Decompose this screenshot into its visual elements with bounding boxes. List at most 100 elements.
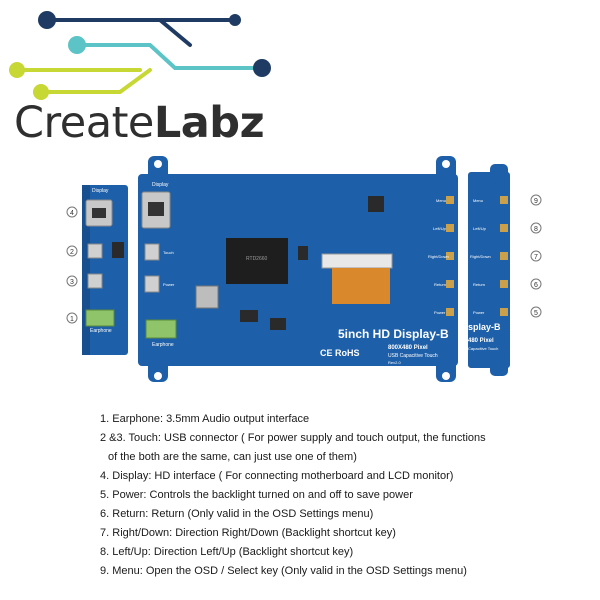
brand-wordmark: CreateLabz <box>14 98 265 148</box>
main-button-label-leftup: Left/Up <box>433 226 447 231</box>
side-title-fragment: splay-B <box>468 322 501 332</box>
ribbon-cable-icon <box>332 268 390 304</box>
interface-legend: 1. Earphone: 3.5mm Audio output interfac… <box>100 410 486 581</box>
legend-num: 7. <box>100 527 110 539</box>
board-title: 5inch HD Display-B <box>338 327 449 341</box>
legend-text: Left/Up: Direction Left/Up (Backlight sh… <box>112 546 354 558</box>
hdmi-slot-icon <box>148 202 164 216</box>
legend-num: 5. <box>100 489 110 501</box>
side-leftup-button-icon <box>500 224 508 232</box>
main-button-label-return: Return <box>434 282 446 287</box>
brand-wordmark-light: Create <box>14 98 154 148</box>
legend-text: of the both are the same, can just use o… <box>108 451 357 463</box>
left-side-panel: Display Earphone <box>82 185 128 355</box>
callout-2: 2 <box>70 249 74 256</box>
side-button-label-return: Return <box>473 282 485 287</box>
legend-item-8: 8. Left/Up: Direction Left/Up (Backlight… <box>100 543 486 562</box>
main-button-label-rightdown: Right/Down <box>428 254 449 259</box>
return-button-icon <box>446 280 454 288</box>
ribbon-connector-icon <box>321 253 393 269</box>
legend-text: Right/Down: Direction Right/Down (Backli… <box>112 527 396 539</box>
callout-5: 5 <box>534 310 538 317</box>
side-button-label-rightdown: Right/Down <box>470 254 491 259</box>
chip-label: RTD2660 <box>246 256 268 262</box>
legend-text: Return: Return (Only valid in the OSD Se… <box>112 508 374 520</box>
left-earphone-port-icon <box>85 309 115 327</box>
controller-chip-icon <box>226 238 288 284</box>
legend-text: Earphone: 3.5mm Audio output interface <box>112 413 310 425</box>
legend-item-1: 1. Earphone: 3.5mm Audio output interfac… <box>100 410 486 429</box>
legend-num: 8. <box>100 546 110 558</box>
regulator-component-icon <box>195 285 219 309</box>
main-label-display: Display <box>152 182 169 188</box>
usb-power-port-icon <box>144 275 160 293</box>
main-label-earphone: Earphone <box>152 342 174 348</box>
legend-num: 4. <box>100 470 110 482</box>
main-label-power: Power <box>163 282 175 287</box>
display-board-illustration: Display Earphone 4 2 3 1 Display To <box>66 156 542 382</box>
legend-item-5: 5. Power: Controls the backlight turned … <box>100 486 486 505</box>
legend-item-4: 4. Display: HD interface ( For connectin… <box>100 467 486 486</box>
legend-text: Touch: USB connector ( For power supply … <box>128 432 486 444</box>
usb-touch-port-icon <box>144 243 160 261</box>
side-touch-fragment: Capacitive Touch <box>468 346 498 351</box>
left-label-earphone: Earphone <box>90 328 112 334</box>
callout-3: 3 <box>70 279 74 286</box>
main-label-touch: Touch <box>163 250 174 255</box>
right-side-panel: Menu Left/Up Right/Down Return Power spl… <box>468 164 510 376</box>
legend-text: Display: HD interface ( For connecting m… <box>112 470 454 482</box>
button-column: Menu Left/Up Right/Down Return Power <box>428 196 454 316</box>
left-usb-power-port-icon <box>87 273 103 289</box>
ic-component-icon <box>240 310 258 322</box>
power-button-icon <box>446 308 454 316</box>
earphone-port-icon <box>145 319 177 339</box>
circuit-traces-icon <box>20 18 260 94</box>
side-return-button-icon <box>500 280 508 288</box>
side-button-label-menu: Menu <box>473 198 483 203</box>
legend-item-9: 9. Menu: Open the OSD / Select key (Only… <box>100 562 486 581</box>
button-component-icon <box>368 196 384 212</box>
main-board: Display Touch Power Earphone RTD2660 5in… <box>138 156 458 382</box>
board-touch-type: USB Capacitive Touch <box>388 353 438 359</box>
side-power-button-icon <box>500 308 508 316</box>
side-resolution-fragment: 480 Pixel <box>468 338 494 344</box>
cert-marks: CE RoHS <box>320 348 360 358</box>
leftup-button-icon <box>446 224 454 232</box>
side-rightdown-button-icon <box>500 252 508 260</box>
legend-item-2-3-continuation: of the both are the same, can just use o… <box>100 448 486 467</box>
legend-text: Power: Controls the backlight turned on … <box>112 489 413 501</box>
main-button-label-menu: Menu <box>436 198 446 203</box>
rightdown-button-icon <box>446 252 454 260</box>
brand-wordmark-bold: Labz <box>153 98 265 148</box>
side-button-label-power: Power <box>473 310 485 315</box>
side-menu-button-icon <box>500 196 508 204</box>
left-hdmi-slot-icon <box>92 208 106 218</box>
circuit-nodes-icon <box>9 11 271 100</box>
main-button-label-power: Power <box>434 310 446 315</box>
small-chip-icon <box>298 246 308 260</box>
callouts-left: 4 2 3 1 <box>66 206 78 324</box>
legend-num: 2 &3. <box>100 432 126 444</box>
legend-item-2-3: 2 &3. Touch: USB connector ( For power s… <box>100 429 486 448</box>
callout-8: 8 <box>534 226 538 233</box>
legend-item-7: 7. Right/Down: Direction Right/Down (Bac… <box>100 524 486 543</box>
side-button-label-leftup: Left/Up <box>473 226 487 231</box>
callout-9: 9 <box>534 198 538 205</box>
ic-component-2-icon <box>270 318 286 330</box>
callout-7: 7 <box>534 254 538 261</box>
callout-1: 1 <box>70 316 74 323</box>
board-revision: Rev2.0 <box>388 360 401 365</box>
legend-text: Menu: Open the OSD / Select key (Only va… <box>112 565 467 577</box>
callout-6: 6 <box>534 282 538 289</box>
left-component-icon <box>112 242 124 258</box>
legend-num: 9. <box>100 565 110 577</box>
callout-4: 4 <box>70 210 74 217</box>
board-resolution: 800X480 Pixel <box>388 345 428 351</box>
left-usb-touch-port-icon <box>87 243 103 259</box>
legend-num: 1. <box>100 413 110 425</box>
legend-item-6: 6. Return: Return (Only valid in the OSD… <box>100 505 486 524</box>
createlabz-logo-graphic <box>9 11 271 100</box>
left-label-display: Display <box>92 188 109 194</box>
menu-button-icon <box>446 196 454 204</box>
callouts-right: 9 8 7 6 5 <box>530 194 542 318</box>
